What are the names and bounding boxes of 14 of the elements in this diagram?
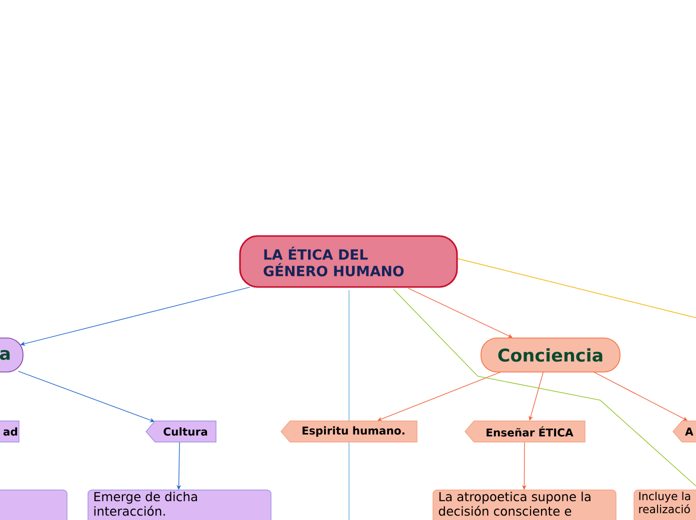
tag-box: Cultura: [146, 420, 216, 442]
connector-line: [348, 290, 350, 520]
tag-box: Espiritu humano.: [280, 420, 418, 442]
topic-box: a: [0, 338, 24, 372]
tag-box: A: [672, 420, 696, 442]
topic-box: LA ÉTICA DEL GÉNERO HUMANO: [239, 235, 458, 288]
topic-box: Conciencia: [480, 338, 620, 372]
connector-line: [456, 258, 696, 318]
note-box: Incluye la realizació: [634, 490, 696, 520]
tag-box: Enseñar ÉTICA: [464, 420, 586, 442]
note-box: [0, 490, 68, 520]
note-box: Emerge de dicha interacción.: [88, 490, 272, 520]
tag-box: ad: [0, 420, 20, 442]
note-box: La atropoetica supone la decisión consciente e: [432, 490, 616, 520]
